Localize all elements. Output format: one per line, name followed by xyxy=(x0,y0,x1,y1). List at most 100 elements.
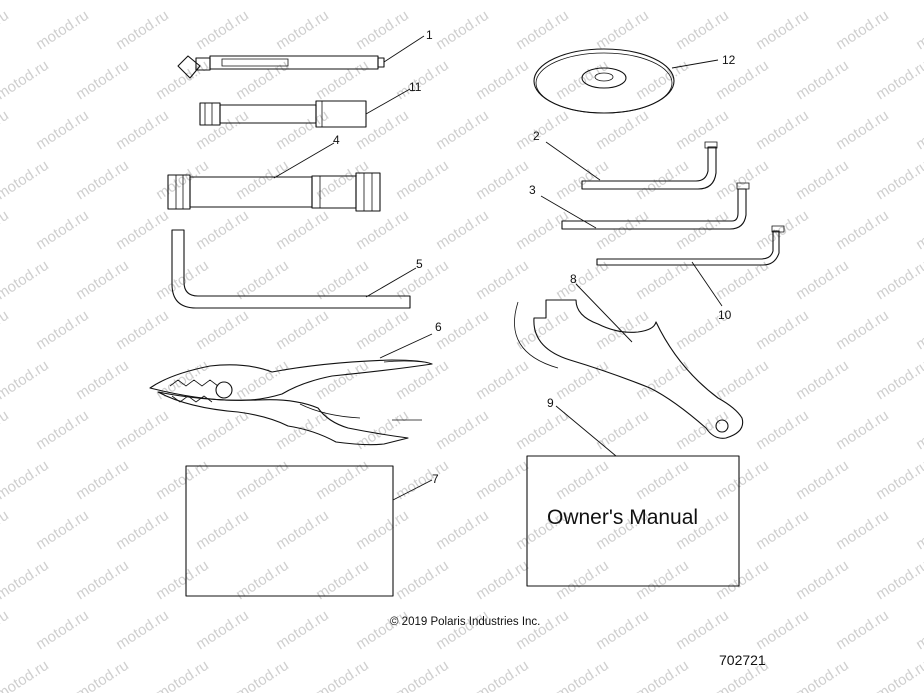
watermark-text: motod.ru xyxy=(193,407,252,454)
watermark-text: motod.ru xyxy=(433,107,492,154)
watermark-text: motod.ru xyxy=(313,0,372,3)
watermark-text: motod.ru xyxy=(113,407,172,454)
watermark-text: motod.ru xyxy=(33,307,92,354)
watermark-text: motod.ru xyxy=(233,0,292,3)
watermark-text: motod.ru xyxy=(793,0,852,3)
watermark-text: motod.ru xyxy=(73,0,132,3)
watermark-text: motod.ru xyxy=(0,7,12,54)
watermark-text: motod.ru xyxy=(673,7,732,54)
watermark-text: motod.ru xyxy=(393,357,452,404)
watermark-text: motod.ru xyxy=(0,457,52,504)
watermark-text: motod.ru xyxy=(153,157,212,204)
watermark-text: motod.ru xyxy=(913,507,924,554)
watermark-text: motod.ru xyxy=(473,657,532,693)
callout-12: 12 xyxy=(722,53,736,67)
callout-1: 1 xyxy=(426,28,433,42)
watermark-text: motod.ru xyxy=(793,657,852,693)
callout-3: 3 xyxy=(529,183,536,197)
watermark-text: motod.ru xyxy=(33,607,92,654)
watermark-text: motod.ru xyxy=(913,307,924,354)
watermark-text: motod.ru xyxy=(193,507,252,554)
watermark-text: motod.ru xyxy=(0,357,52,404)
watermark-text: motod.ru xyxy=(753,407,812,454)
watermark-text: motod.ru xyxy=(833,207,892,254)
watermark-text: motod.ru xyxy=(713,357,772,404)
watermark-text: motod.ru xyxy=(313,457,372,504)
watermark-text: motod.ru xyxy=(793,457,852,504)
watermark-text: motod.ru xyxy=(153,457,212,504)
part-12-disc xyxy=(533,48,719,114)
watermark-text: motod.ru xyxy=(713,557,772,604)
callout-9: 9 xyxy=(547,396,554,410)
watermark-text: motod.ru xyxy=(473,457,532,504)
watermark-text: motod.ru xyxy=(633,657,692,693)
watermark-text: motod.ru xyxy=(0,157,52,204)
part-8-spanner-wrench xyxy=(514,283,744,439)
watermark-text: motod.ru xyxy=(0,57,52,104)
watermark-text: motod.ru xyxy=(793,157,852,204)
watermark-text: motod.ru xyxy=(513,7,572,54)
watermark-text: motod.ru xyxy=(193,7,252,54)
part-5-hex-key xyxy=(171,229,417,309)
watermark-text: motod.ru xyxy=(473,0,532,3)
watermark-text: motod.ru xyxy=(313,657,372,693)
watermark-text: motod.ru xyxy=(633,257,692,304)
watermark-text: motod.ru xyxy=(233,357,292,404)
watermark-text: motod.ru xyxy=(713,257,772,304)
part-1-screwdriver xyxy=(177,35,425,79)
watermark-text: motod.ru xyxy=(593,107,652,154)
part-4-spark-plug-socket xyxy=(167,142,381,212)
watermark-text: motod.ru xyxy=(33,207,92,254)
watermark-text: motod.ru xyxy=(873,157,924,204)
watermark-text: motod.ru xyxy=(393,0,452,3)
watermark-text: motod.ru xyxy=(593,7,652,54)
owners-manual-title: Owner's Manual xyxy=(547,506,698,529)
watermark-text: motod.ru xyxy=(0,207,12,254)
watermark-text: motod.ru xyxy=(73,157,132,204)
watermark-text: motod.ru xyxy=(393,457,452,504)
watermark-text: motod.ru xyxy=(0,657,52,693)
watermark-text: motod.ru xyxy=(73,557,132,604)
watermark-text: motod.ru xyxy=(873,457,924,504)
watermark-text: motod.ru xyxy=(273,307,332,354)
watermark-text: motod.ru xyxy=(833,7,892,54)
watermark-text: motod.ru xyxy=(553,657,612,693)
watermark-text: motod.ru xyxy=(0,307,12,354)
watermark-text: motod.ru xyxy=(553,157,612,204)
callout-6: 6 xyxy=(435,320,442,334)
watermark-text: motod.ru xyxy=(113,207,172,254)
watermark-text: motod.ru xyxy=(793,357,852,404)
watermark-text: motod.ru xyxy=(633,0,692,3)
watermark-text: motod.ru xyxy=(113,607,172,654)
watermark-text: motod.ru xyxy=(833,307,892,354)
figure-number: 702721 xyxy=(719,652,766,668)
watermark-text: motod.ru xyxy=(353,207,412,254)
watermark-text: motod.ru xyxy=(473,157,532,204)
watermark-text: motod.ru xyxy=(353,7,412,54)
part-2-hex-key xyxy=(545,141,718,190)
watermark-text: motod.ru xyxy=(113,507,172,554)
part-9-owners-manual: Owner's Manual xyxy=(526,405,740,587)
watermark-text: motod.ru xyxy=(153,57,212,104)
watermark-text: motod.ru xyxy=(713,457,772,504)
watermark-text: motod.ru xyxy=(193,307,252,354)
watermark-text: motod.ru xyxy=(553,0,612,3)
watermark-text: motod.ru xyxy=(393,557,452,604)
watermark-text: motod.ru xyxy=(553,257,612,304)
watermark-text: motod.ru xyxy=(673,607,732,654)
watermark-text: motod.ru xyxy=(473,57,532,104)
watermark-text: motod.ru xyxy=(873,57,924,104)
callout-5: 5 xyxy=(416,257,423,271)
watermark-text: motod.ru xyxy=(313,57,372,104)
watermark-text: motod.ru xyxy=(553,457,612,504)
watermark-text: motod.ru xyxy=(273,607,332,654)
callout-4: 4 xyxy=(333,133,340,147)
watermark-text: motod.ru xyxy=(393,157,452,204)
watermark-text: motod.ru xyxy=(753,207,812,254)
watermark-text: motod.ru xyxy=(273,507,332,554)
watermark-text: motod.ru xyxy=(753,607,812,654)
watermark-text: motod.ru xyxy=(593,407,652,454)
watermark-text: motod.ru xyxy=(913,207,924,254)
watermark-text: motod.ru xyxy=(913,107,924,154)
watermark-text: motod.ru xyxy=(233,457,292,504)
